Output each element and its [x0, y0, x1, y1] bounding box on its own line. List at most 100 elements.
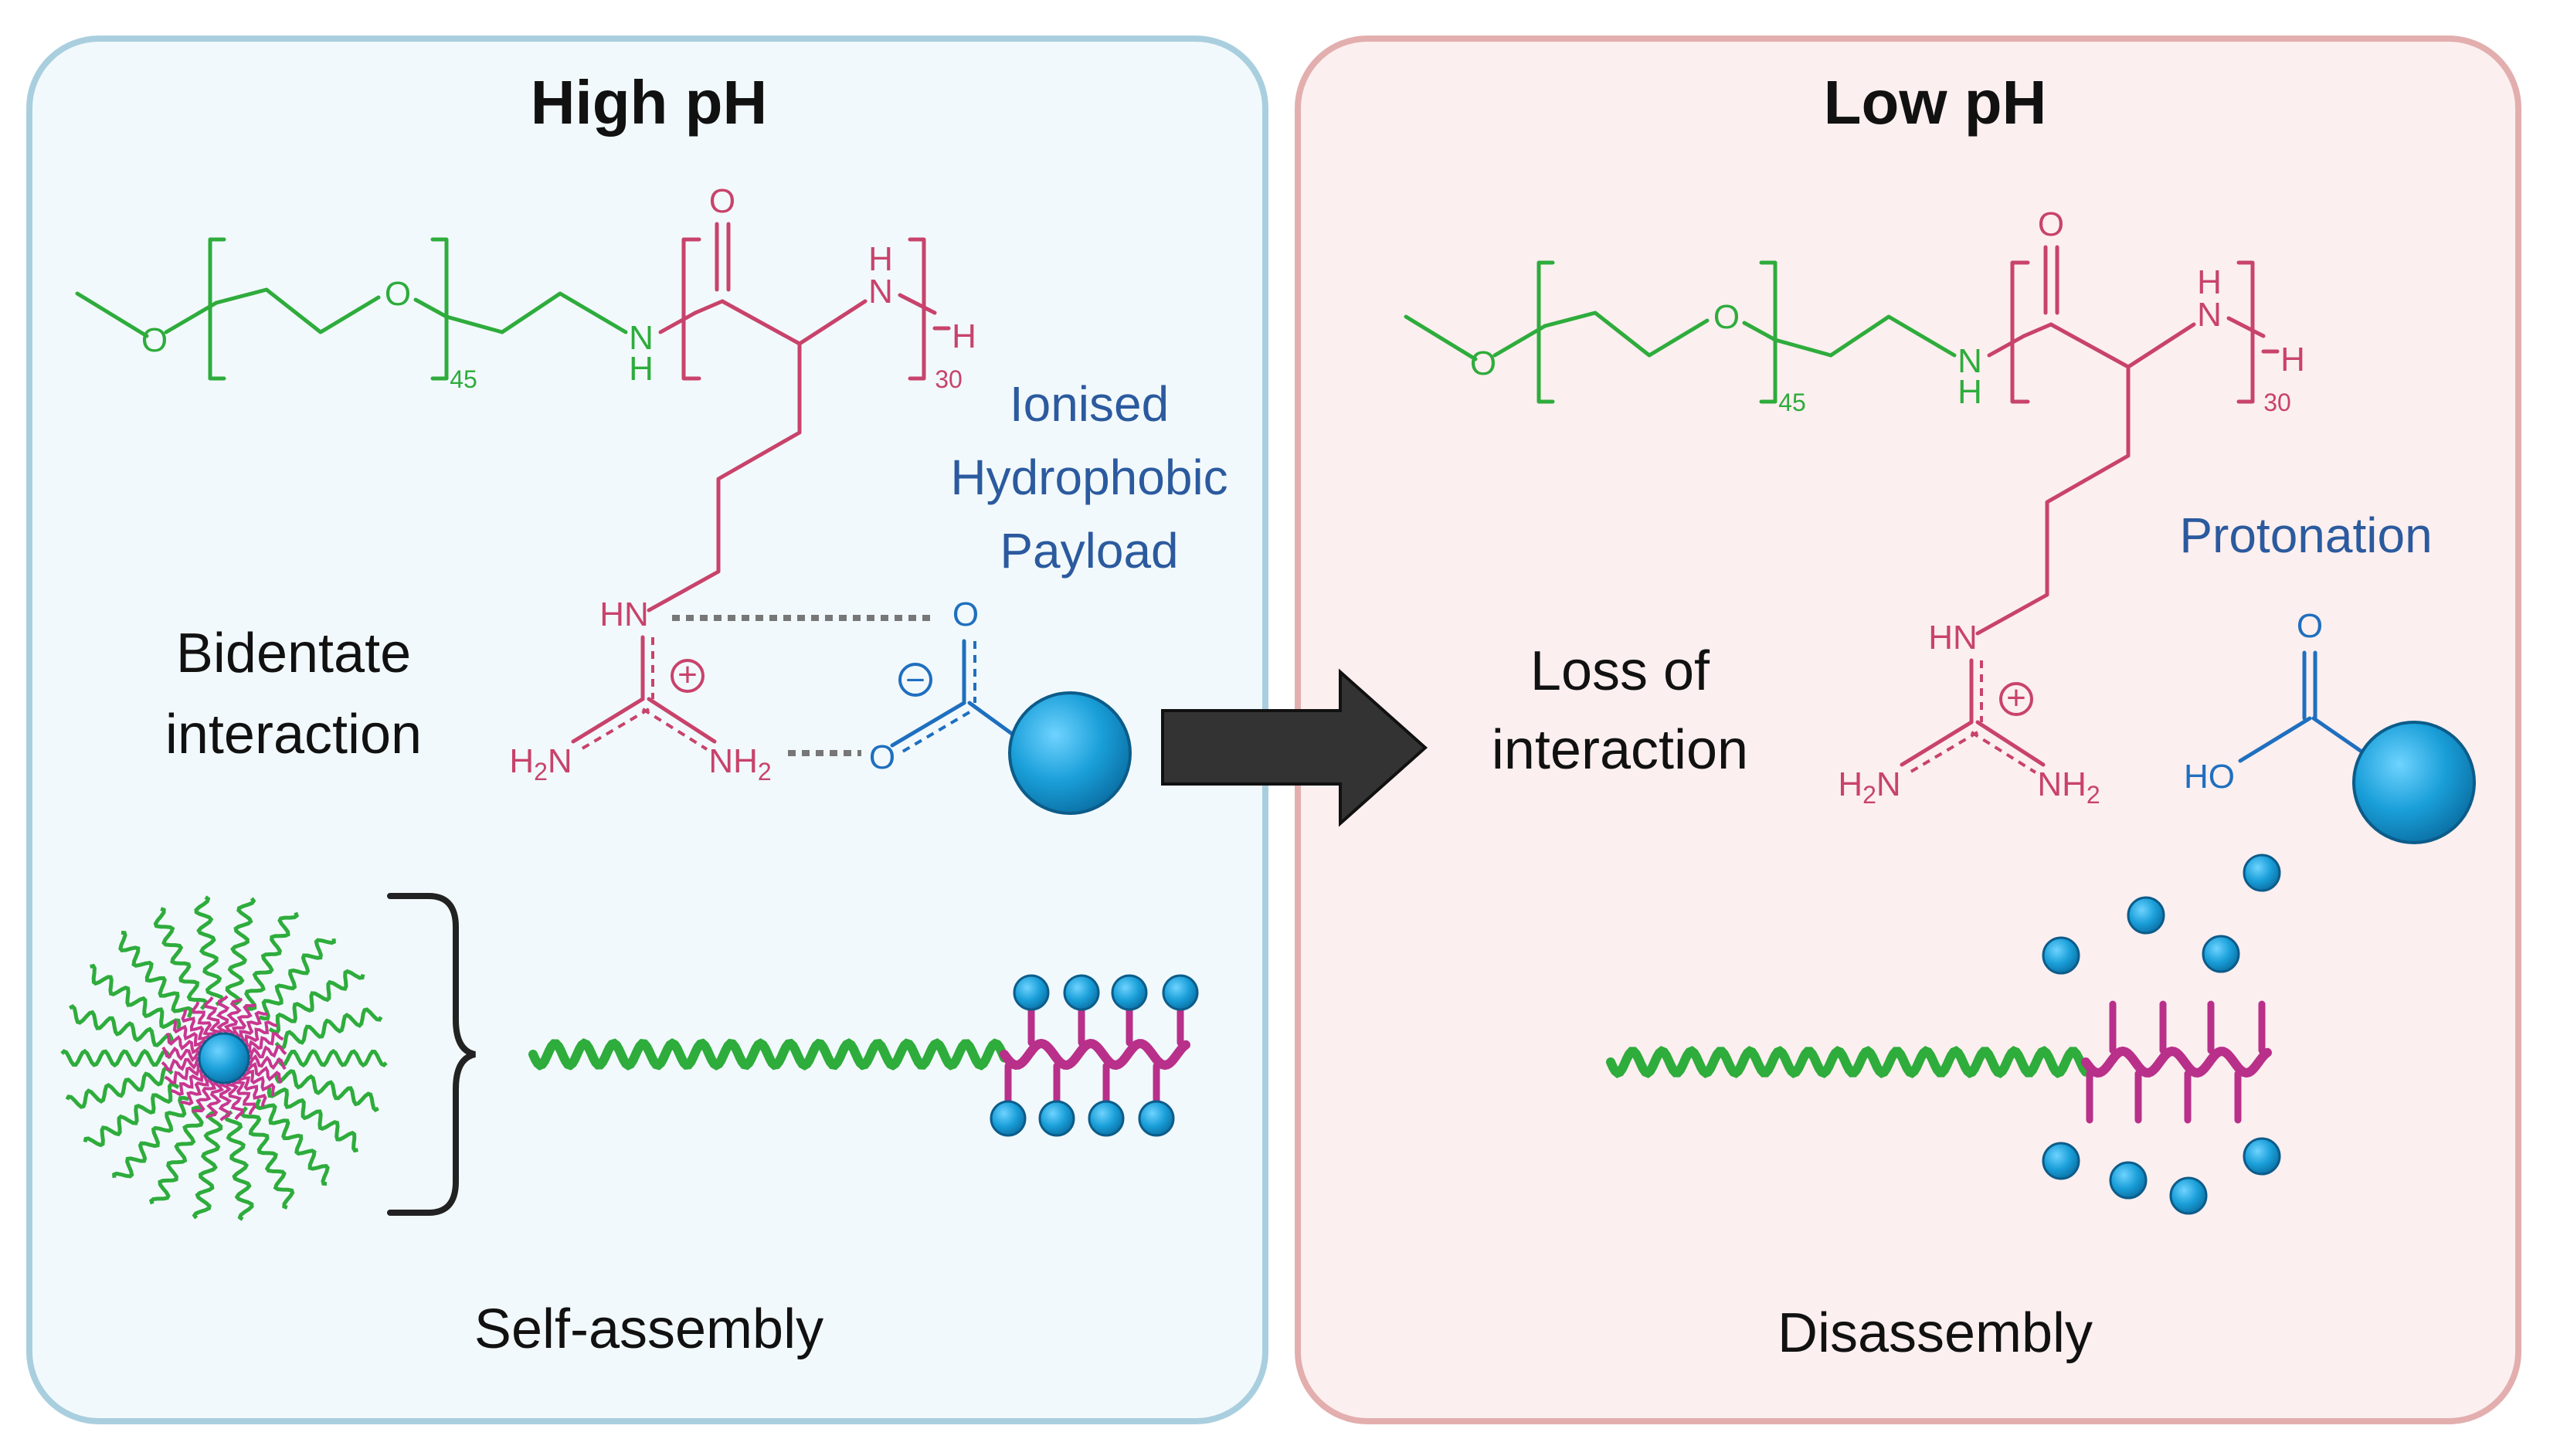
backbone-hydrogen-left: H: [868, 240, 893, 278]
transition-arrow-overlay: [1161, 668, 1428, 827]
micelle-core-strand: [235, 1073, 267, 1108]
micelle-core-strand: [161, 1055, 204, 1072]
free-payload-ball: [2243, 1137, 2281, 1176]
micelle-core-strand: [239, 1069, 276, 1097]
guanidine-nh2-b-right: NH2: [2037, 765, 2100, 809]
ether-oxygen-right: O: [1713, 298, 1740, 336]
loss-of-interaction-label-1: Loss of: [1530, 640, 1710, 702]
micelle-peg-strand: [222, 1110, 254, 1221]
unimer-disassembled: [1606, 1000, 2272, 1124]
amide-nitrogen-right: N: [1957, 342, 1982, 380]
bidentate-label-1: Bidentate: [176, 623, 411, 684]
micelle-peg-strand: [112, 1095, 189, 1179]
micelle-peg-strand: [83, 1081, 180, 1148]
terminal-hydrogen-right: H: [2280, 341, 2305, 378]
payload-ball-left: [1008, 691, 1132, 815]
backbone-nitrogen-right: N: [2197, 296, 2222, 334]
micelle-peg-strand: [276, 1048, 388, 1068]
unimer-left-arginine-chain: [1000, 1038, 1190, 1071]
bound-payload-ball: [1088, 1100, 1125, 1137]
micelle-core-strand: [204, 996, 225, 1039]
bound-payload-ball: [1162, 974, 1199, 1011]
loss-of-interaction-label-2: interaction: [1492, 719, 1748, 781]
guanidine-nh-right: HN: [1928, 619, 1978, 657]
guanidine-nh-left: HN: [599, 596, 649, 633]
backbone-nitrogen-left: N: [868, 273, 893, 311]
ionised-payload-label-1: Ionised: [1010, 376, 1169, 432]
micelle-peg-strand: [244, 911, 300, 1011]
self-assembly-caption: Self-assembly: [474, 1298, 823, 1360]
free-payload-ball: [2042, 936, 2080, 975]
micelle-core-strand: [192, 1001, 219, 1040]
micelle-core-strand: [205, 1078, 225, 1119]
micelle-core-strand: [216, 995, 230, 1038]
free-payload-ball: [2109, 1161, 2148, 1200]
panel-low-ph-background: [1295, 36, 2521, 1424]
carbonyl-oxygen-left: O: [709, 182, 735, 220]
backbone-hydrogen-right: H: [2197, 263, 2222, 301]
micelle-core-strand: [171, 1066, 208, 1096]
free-payload-ball: [2169, 1176, 2208, 1215]
micelle-core-strand: [181, 1009, 213, 1044]
micelle-core-strand: [223, 1078, 244, 1120]
micelle-peg-strand: [153, 907, 209, 1010]
micelle-peg-strand: [69, 1004, 175, 1047]
micelle-core-strand: [180, 1071, 211, 1106]
guanidine-nh2-b-left: NH2: [708, 742, 771, 786]
bound-payload-ball: [1063, 974, 1100, 1011]
bound-payload-ball: [1138, 1100, 1175, 1137]
free-payload-ball: [2243, 854, 2281, 892]
bound-payload-ball: [990, 1100, 1027, 1137]
guanidine-nh2-a-right: H2N: [1838, 765, 1900, 809]
micelle-peg-strand: [274, 1007, 383, 1051]
micelle-peg-strand: [268, 969, 365, 1035]
peg-block-right: O O 45 N H: [1404, 260, 1982, 416]
micelle-peg-strand: [239, 1106, 295, 1210]
curly-brace: [387, 893, 477, 1216]
methoxy-oxygen-right: O: [1470, 344, 1496, 382]
micelle-core-strand: [161, 1046, 204, 1063]
methoxy-oxygen-left: O: [141, 321, 168, 359]
amide-hydrogen-left: H: [629, 350, 654, 388]
micelle-core-strand: [229, 1076, 256, 1115]
micelle-core-strand: [218, 1078, 233, 1122]
micelle-peg-strand: [148, 1105, 204, 1205]
micelle-core-strand: [244, 1054, 287, 1071]
micelle-core-strand: [165, 1032, 205, 1054]
carbonyl-oxygen-right: O: [2038, 205, 2064, 243]
micelle-peg-strand: [259, 938, 336, 1021]
ionised-payload-label-2: Hydrophobic: [950, 450, 1227, 505]
bound-payload-ball: [1111, 974, 1148, 1011]
guanidine-nh2-a-left: H2N: [509, 742, 572, 786]
micelle-core-strand: [231, 1003, 256, 1040]
micelle-peg-strand: [267, 1087, 358, 1153]
micelle-peg-strand: [225, 897, 256, 1007]
micelle-core-strand: [243, 1032, 284, 1056]
carboxylic-acid-payload-right: O HO: [2184, 607, 2476, 844]
panel-high-ph-title: High pH: [531, 68, 768, 137]
peg-repeat-left: 45: [450, 365, 477, 393]
protonation-label: Protonation: [2179, 507, 2432, 563]
micelle-peg-strand: [192, 1109, 223, 1220]
micelle-peg-strand: [273, 1069, 379, 1112]
unimer-assembled: [528, 974, 1199, 1137]
amide-hydrogen-right: H: [1957, 373, 1982, 411]
carboxylate-oxygen-low-left: O: [869, 738, 895, 776]
arginine-block-left: O N H 30 H HN + H2N NH2: [509, 182, 976, 786]
micelle-peg-strand: [194, 895, 226, 1006]
micelle-core-strand: [192, 1076, 217, 1113]
micelle-peg-strand: [90, 963, 182, 1030]
micelle-peg-strand: [255, 1098, 330, 1186]
ionised-payload-label-3: Payload: [1000, 523, 1178, 579]
free-payload-ball: [2127, 896, 2165, 935]
arg-repeat-right: 30: [2263, 389, 2291, 416]
unimer-right-peg-chain: [1606, 1046, 2090, 1078]
micelle-peg-strand: [60, 1048, 172, 1068]
panel-low-ph: Low pH O O 45 N H O N H: [1161, 36, 2521, 1424]
micelle-core-payload: [198, 1032, 250, 1084]
micelle-core-strand: [243, 1062, 283, 1084]
arginine-block-right: O N H 30 H HN + H2N NH2: [1838, 205, 2305, 809]
panel-high-ph: High pH O O 45 N H O N H: [26, 36, 1268, 1424]
micelle-core-strand: [244, 1044, 287, 1061]
micelle-peg-strand: [118, 930, 193, 1019]
